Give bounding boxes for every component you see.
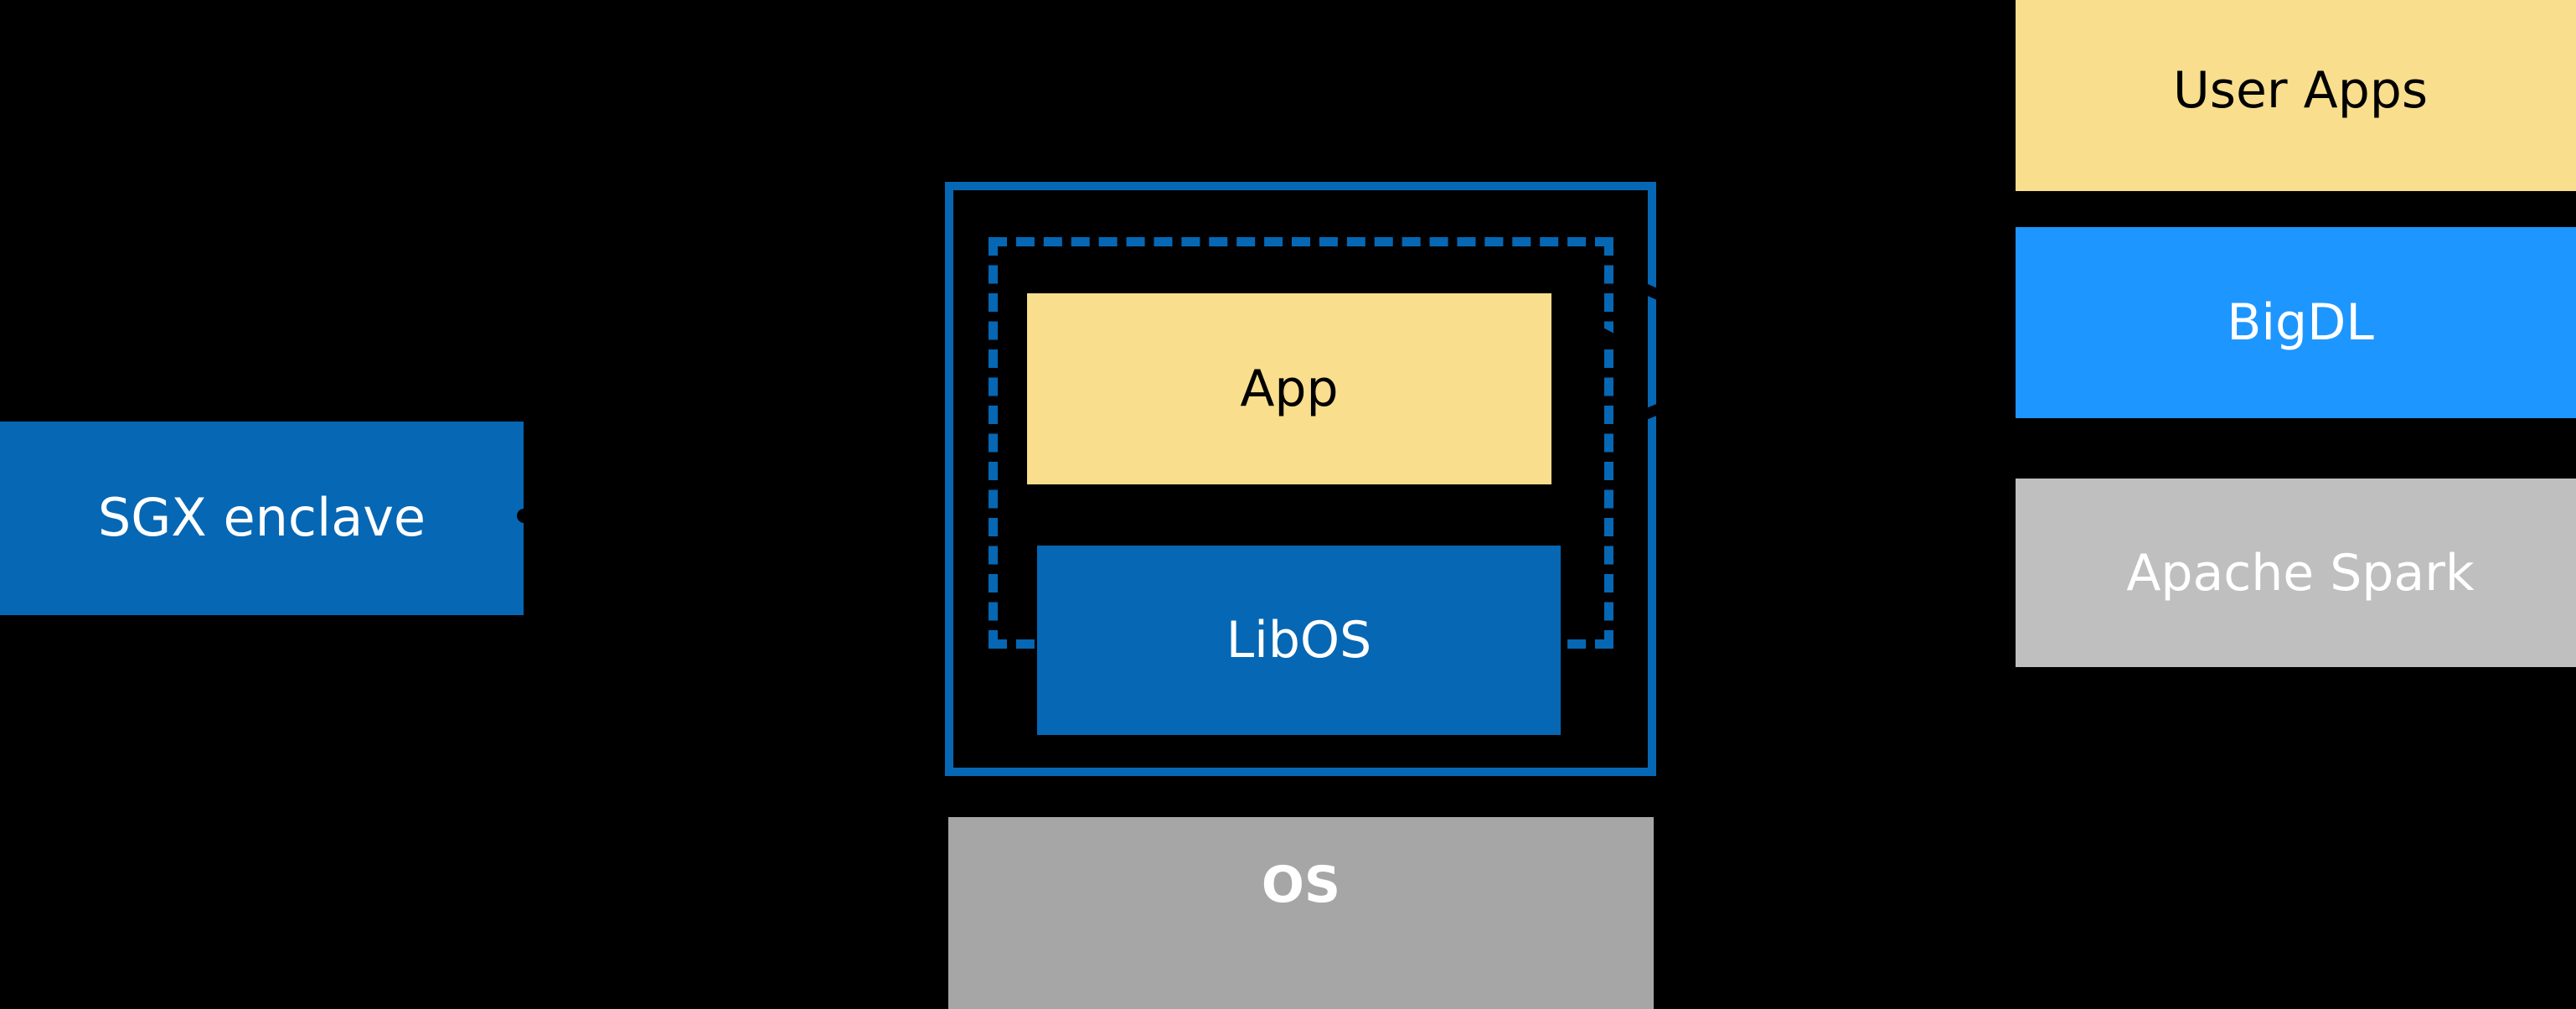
app-label: App — [1240, 360, 1339, 418]
os-label: OS — [1261, 856, 1341, 914]
apache-spark-label: Apache Spark — [2126, 543, 2475, 603]
bigdl-label: BigDL — [2227, 293, 2374, 352]
libos-box: LibOS — [1037, 546, 1561, 735]
user-apps-label: User Apps — [2172, 61, 2429, 120]
enclave-outer-frame — [945, 182, 1656, 776]
app-box: App — [1027, 293, 1551, 484]
apache-spark-box: Apache Spark — [2016, 479, 2576, 667]
sgx-enclave-label: SGX enclave — [97, 487, 426, 549]
os-box: OS — [948, 817, 1654, 1009]
sgx-connector-dot-icon — [517, 509, 531, 523]
user-apps-box: User Apps — [2016, 0, 2576, 191]
libos-label: LibOS — [1226, 611, 1372, 670]
bigdl-box: BigDL — [2016, 227, 2576, 418]
sgx-enclave-box: SGX enclave — [0, 422, 524, 615]
